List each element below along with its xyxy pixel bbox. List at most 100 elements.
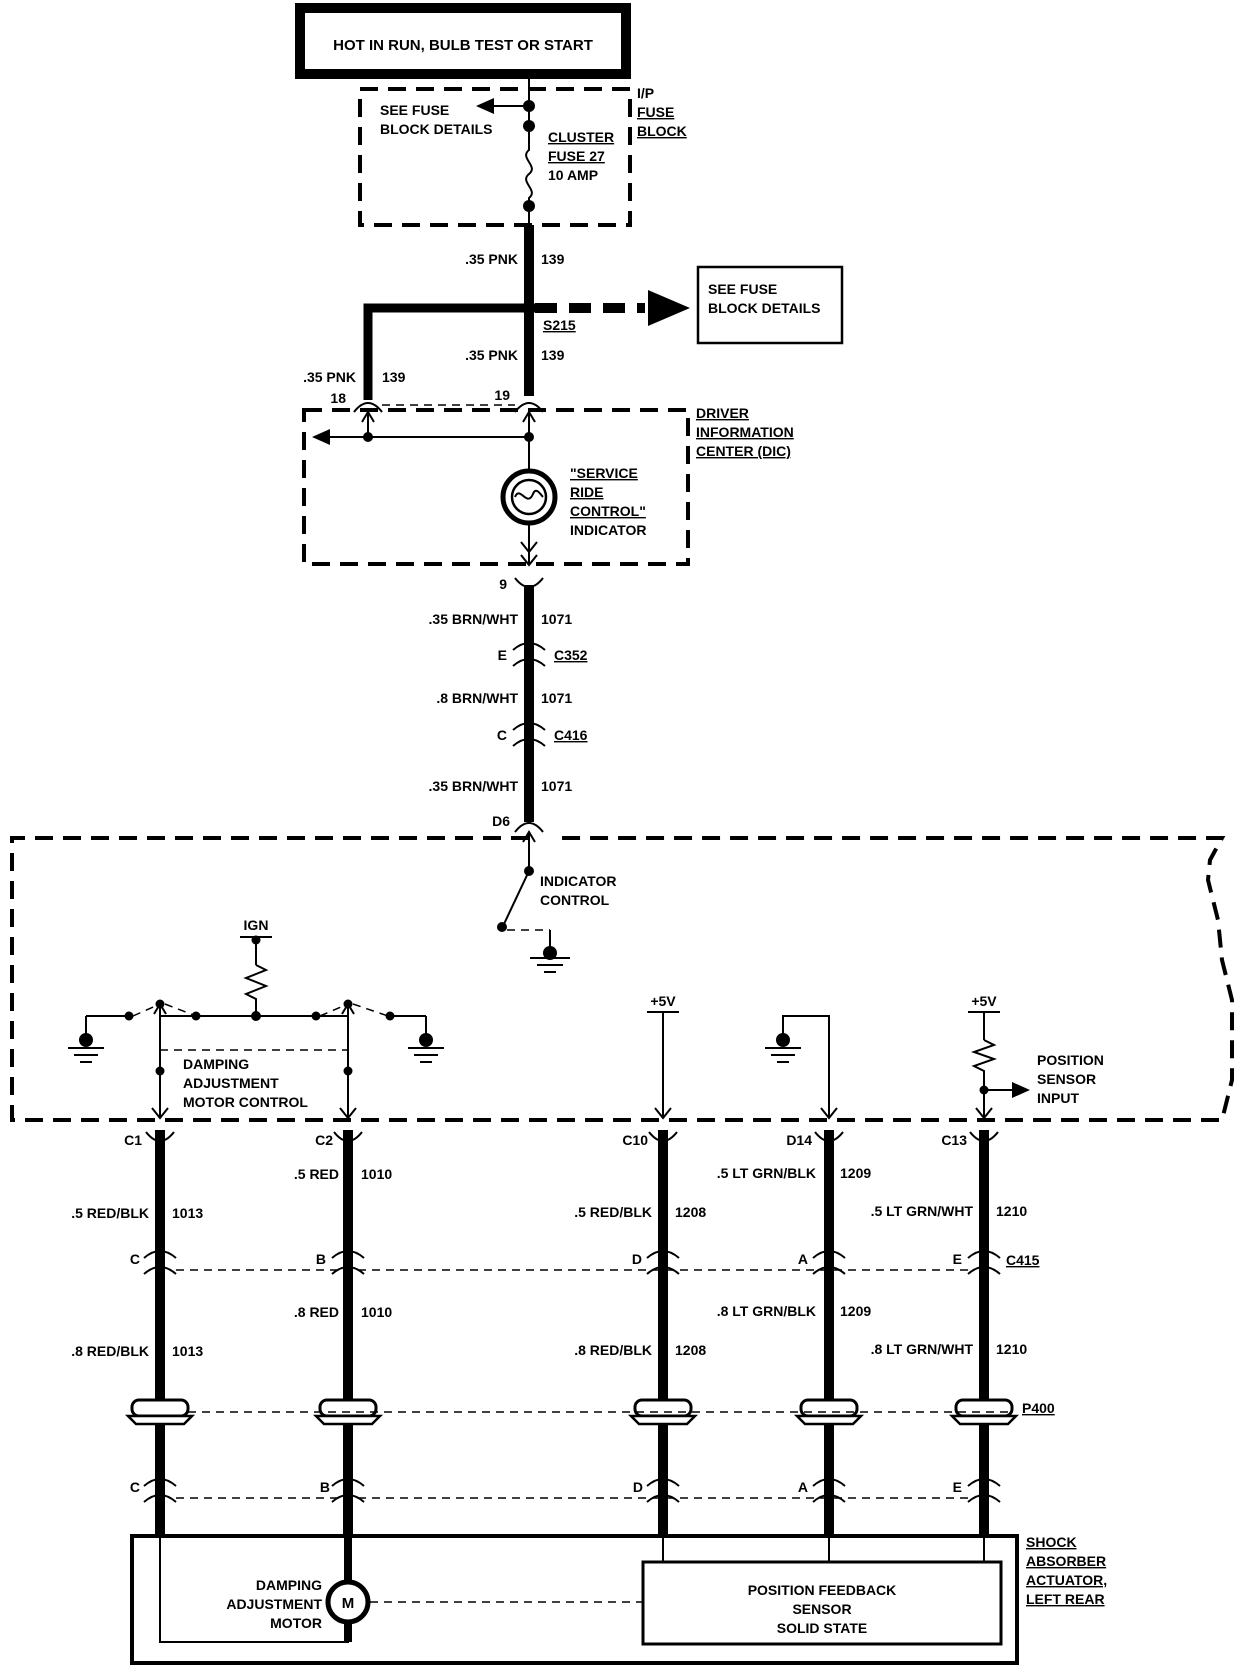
motor-label-3: MOTOR — [270, 1615, 322, 1631]
dic-label-3: CENTER (DIC) — [696, 443, 791, 459]
dic-pin-9: 9 — [499, 576, 507, 592]
c13-c415-pin: E — [953, 1251, 962, 1267]
c2-c415-pin: B — [316, 1251, 326, 1267]
c10-c415-pin: D — [632, 1251, 642, 1267]
see-fuse-left-1: SEE FUSE — [380, 102, 449, 118]
d6-pin: D6 — [492, 813, 510, 829]
c1-gauge-1: .5 RED/BLK — [71, 1205, 149, 1221]
position-sensor-3: INPUT — [1037, 1090, 1079, 1106]
c10-bottom-pin: D — [633, 1479, 643, 1495]
ip-label-3: BLOCK — [637, 123, 687, 139]
shock-absorber-actuator: M DAMPING ADJUSTMENT MOTOR POSITION FEED… — [130, 1534, 1107, 1665]
wire-mid-circuit-2: 1071 — [541, 690, 572, 706]
dic-pin-18: 18 — [330, 390, 346, 406]
indicator-label-4: INDICATOR — [570, 522, 646, 538]
column-c13: C13 .5 LT GRN/WHT 1210 E .8 LT GRN/WHT 1… — [871, 1130, 1027, 1536]
c10-gauge-1: .5 RED/BLK — [574, 1204, 652, 1220]
c2-circuit-1: 1010 — [361, 1166, 392, 1182]
shock-label-4: LEFT REAR — [1026, 1591, 1105, 1607]
damping-control-1: DAMPING — [183, 1056, 249, 1072]
damping-control-2: ADJUSTMENT — [183, 1075, 279, 1091]
splice-id: S215 — [543, 317, 576, 333]
wire-mid-circuit-1: 1071 — [541, 611, 572, 627]
fuse-label-2: FUSE 27 — [548, 148, 605, 164]
c1-c415-pin: C — [130, 1251, 140, 1267]
motor-label-2: ADJUSTMENT — [226, 1596, 322, 1612]
sensor-label-3: SOLID STATE — [777, 1620, 867, 1636]
fuse-label-1: CLUSTER — [548, 129, 614, 145]
c10-circuit-2: 1208 — [675, 1342, 706, 1358]
wire-139-left: .35 PNK 139 — [303, 369, 405, 385]
c10-gauge-2: .8 RED/BLK — [574, 1342, 652, 1358]
c1-circuit-1: 1013 — [172, 1205, 203, 1221]
c352-id: C352 — [554, 647, 588, 663]
c13-circuit-1: 1210 — [996, 1203, 1027, 1219]
indicator-control-2: CONTROL — [540, 892, 610, 908]
position-sensor-1: POSITION — [1037, 1052, 1104, 1068]
sensor-label-2: SENSOR — [792, 1601, 851, 1617]
power-source-title: HOT IN RUN, BULB TEST OR START — [295, 3, 631, 79]
plus5v-a: +5V — [650, 993, 676, 1009]
ip-label-1: I/P — [637, 85, 654, 101]
damping-control-3: MOTOR CONTROL — [183, 1094, 308, 1110]
d14-gauge-2: .8 LT GRN/BLK — [717, 1303, 816, 1319]
position-sensor-2: SENSOR — [1037, 1071, 1096, 1087]
shock-label-2: ABSORBER — [1026, 1553, 1106, 1569]
fuse-label-3: 10 AMP — [548, 167, 598, 183]
d14-bottom-pin: A — [798, 1479, 808, 1495]
dic-label-2: INFORMATION — [696, 424, 794, 440]
c1-circuit-2: 1013 — [172, 1343, 203, 1359]
c10-circuit-1: 1208 — [675, 1204, 706, 1220]
c415-id: C415 — [1006, 1252, 1040, 1268]
c352-pin: E — [498, 647, 507, 663]
title-text: HOT IN RUN, BULB TEST OR START — [333, 37, 593, 54]
wire-top-gauge-3: .35 PNK — [303, 369, 356, 385]
c13-circuit-2: 1210 — [996, 1341, 1027, 1357]
sensor-label-1: POSITION FEEDBACK — [748, 1582, 897, 1598]
wire-mid-circuit-3: 1071 — [541, 778, 572, 794]
ip-fuse-block: SEE FUSE BLOCK DETAILS CLUSTER FUSE 27 1… — [358, 74, 687, 227]
see-fuse-right-1: SEE FUSE — [708, 281, 777, 297]
wire-top-circuit-2: 139 — [541, 347, 565, 363]
wire-top-circuit-3: 139 — [382, 369, 406, 385]
dic-label-1: DRIVER — [696, 405, 749, 421]
c13-gauge-2: .8 LT GRN/WHT — [871, 1341, 974, 1357]
wire-top-gauge-1: .35 PNK — [465, 251, 518, 267]
shock-label-3: ACTUATOR, — [1026, 1572, 1107, 1588]
c416-id: C416 — [554, 727, 588, 743]
shock-label-1: SHOCK — [1026, 1534, 1077, 1550]
c13-gauge-1: .5 LT GRN/WHT — [871, 1203, 974, 1219]
ip-label-2: FUSE — [637, 104, 674, 120]
ign-label: IGN — [244, 917, 269, 933]
c13-bottom-pin: E — [953, 1479, 962, 1495]
c1-bottom-pin: C — [130, 1479, 140, 1495]
c2-circuit-2: 1010 — [361, 1304, 392, 1320]
wire-1071: .35 BRN/WHT 1071 E C352 .8 BRN/WHT 1071 … — [429, 585, 588, 833]
ride-control-module: INDICATOR CONTROL IGN — [10, 830, 1234, 1122]
see-fuse-left-2: BLOCK DETAILS — [380, 121, 493, 137]
c10-pin: C10 — [622, 1132, 648, 1148]
d14-pin: D14 — [786, 1132, 812, 1148]
indicator-control-1: INDICATOR — [540, 873, 616, 889]
d14-gauge-1: .5 LT GRN/BLK — [717, 1165, 816, 1181]
motor-label-1: DAMPING — [256, 1577, 322, 1593]
indicator-label-1: "SERVICE — [570, 465, 638, 481]
c2-gauge-2: .8 RED — [294, 1304, 339, 1320]
plus5v-b: +5V — [971, 993, 997, 1009]
harness-columns: C1 .5 RED/BLK 1013 C .8 RED/BLK 1013 C C… — [71, 1130, 1055, 1536]
p400-id: P400 — [1022, 1400, 1055, 1416]
column-d14: D14 .5 LT GRN/BLK 1209 A .8 LT GRN/BLK 1… — [717, 1130, 871, 1536]
column-c1: C1 .5 RED/BLK 1013 C .8 RED/BLK 1013 C — [71, 1130, 203, 1536]
d14-circuit-2: 1209 — [840, 1303, 871, 1319]
d14-c415-pin: A — [798, 1251, 808, 1267]
c13-pin: C13 — [941, 1132, 967, 1148]
c416-pin: C — [497, 727, 507, 743]
wire-mid-gauge-2: .8 BRN/WHT — [436, 690, 518, 706]
driver-information-center: 18 19 "SERVICE RIDE CONTROL" INDICATOR D… — [302, 387, 794, 592]
d14-circuit-1: 1209 — [840, 1165, 871, 1181]
motor-symbol-text: M — [342, 1595, 355, 1612]
c1-pin: C1 — [124, 1132, 142, 1148]
column-c10: C10 .5 RED/BLK 1208 D .8 RED/BLK 1208 D — [574, 1130, 706, 1536]
indicator-label-3: CONTROL" — [570, 503, 646, 519]
